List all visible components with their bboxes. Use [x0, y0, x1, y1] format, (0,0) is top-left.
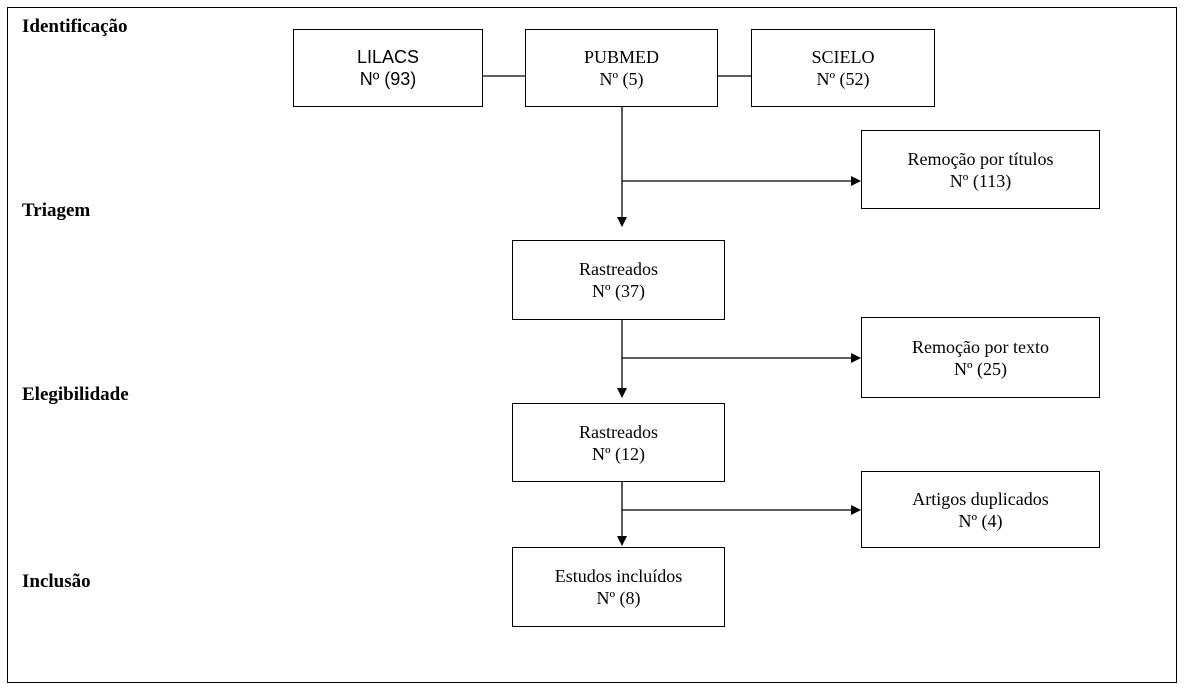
removal-label-texto: Remoção por texto — [912, 336, 1049, 357]
stage-label-identificacao: Identificação — [22, 16, 128, 37]
removal-box-titulos: Remoção por títulos Nº (113) — [861, 130, 1100, 209]
removal-label-duplicados: Artigos duplicados — [912, 488, 1049, 509]
diagram-frame — [7, 7, 1177, 683]
removal-count-titulos: Nº (113) — [949, 170, 1012, 191]
flow-count-rastreados-2: Nº (12) — [591, 443, 646, 464]
removal-count-duplicados: Nº (4) — [958, 510, 1003, 531]
stage-label-triagem: Triagem — [22, 200, 91, 221]
removal-box-texto: Remoção por texto Nº (25) — [861, 317, 1100, 398]
flow-label-incluidos: Estudos incluídos — [554, 566, 683, 586]
source-count-lilacs: Nº (93) — [359, 69, 417, 89]
removal-count-texto: Nº (25) — [953, 358, 1008, 379]
flow-label-rastreados-2: Rastreados — [579, 421, 658, 442]
flow-box-incluidos: Estudos incluídos Nº (8) — [512, 547, 725, 627]
source-count-pubmed: Nº (5) — [599, 69, 644, 89]
stage-label-inclusao: Inclusão — [22, 571, 91, 592]
source-name-lilacs: LILACS — [356, 47, 420, 67]
source-box-pubmed: PUBMED Nº (5) — [525, 29, 718, 107]
removal-box-duplicados: Artigos duplicados Nº (4) — [861, 471, 1100, 548]
source-box-scielo: SCIELO Nº (52) — [751, 29, 935, 107]
removal-label-titulos: Remoção por títulos — [907, 148, 1054, 169]
source-name-pubmed: PUBMED — [583, 47, 659, 67]
flow-box-rastreados-1: Rastreados Nº (37) — [512, 240, 725, 320]
flow-label-rastreados-1: Rastreados — [579, 259, 658, 279]
source-box-lilacs: LILACS Nº (93) — [293, 29, 483, 107]
flow-count-rastreados-1: Nº (37) — [591, 281, 646, 301]
flow-count-incluidos: Nº (8) — [596, 588, 641, 608]
stage-label-elegibilidade: Elegibilidade — [22, 384, 129, 405]
flow-box-rastreados-2: Rastreados Nº (12) — [512, 403, 725, 482]
source-name-scielo: SCIELO — [811, 47, 875, 67]
source-count-scielo: Nº (52) — [816, 69, 870, 89]
